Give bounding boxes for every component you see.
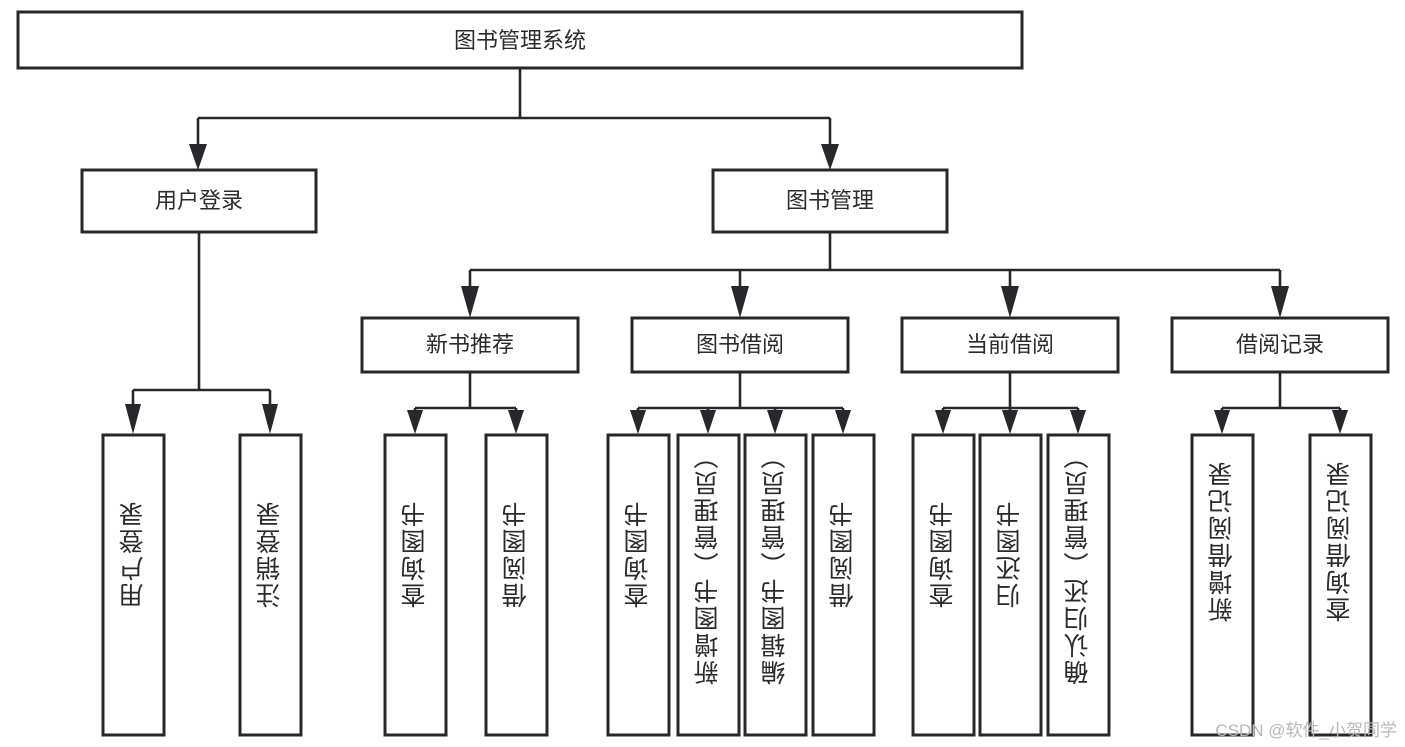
arrow-head-icon: [767, 410, 783, 434]
arrow-head-icon: [1214, 410, 1230, 434]
connector-root-to-level2: [189, 68, 839, 170]
node-leaf-query-book-2[interactable]: [606, 433, 671, 737]
arrow-head-icon: [731, 286, 749, 318]
node-leaf-add-book[interactable]: [676, 433, 741, 737]
arrow-head-icon: [935, 410, 951, 434]
connector-userlogin-to-leaves: [125, 232, 278, 434]
arrow-head-icon: [1001, 286, 1019, 318]
arrow-head-icon: [125, 404, 141, 434]
node-leaf-user-login[interactable]: [101, 433, 166, 737]
arrow-head-icon: [821, 144, 839, 170]
connector-bookborrow-to-leaves: [630, 372, 851, 434]
arrow-head-icon: [700, 410, 716, 434]
watermark: CSDN @软件_小贺同学: [1215, 721, 1397, 740]
arrow-head-icon: [630, 410, 646, 434]
connector-borrowrecord-to-leaves: [1214, 372, 1348, 434]
node-book-borrow-label: 图书借阅: [696, 332, 784, 357]
node-leaf-borrow-book-2[interactable]: [811, 433, 876, 737]
node-root-label: 图书管理系统: [454, 28, 586, 53]
node-leaf-query-book-3[interactable]: [911, 433, 976, 737]
arrow-head-icon: [1271, 286, 1289, 318]
node-borrow-record[interactable]: 借阅记录: [1170, 316, 1390, 374]
node-leaf-borrow-book-1[interactable]: [484, 433, 549, 737]
arrow-head-icon: [461, 286, 479, 318]
node-root[interactable]: 图书管理系统: [16, 10, 1024, 70]
arrow-head-icon: [835, 410, 851, 434]
node-current-borrow-label: 当前借阅: [966, 332, 1054, 357]
node-leaf-add-record[interactable]: [1190, 433, 1255, 737]
node-leaf-user-logout[interactable]: [238, 433, 303, 737]
connector-bookmanage-to-level3: [461, 232, 1289, 318]
node-user-login-label: 用户登录: [155, 188, 243, 213]
arrow-head-icon: [1070, 410, 1086, 434]
node-new-book-recommend[interactable]: 新书推荐: [360, 316, 580, 374]
node-current-borrow[interactable]: 当前借阅: [900, 316, 1120, 374]
arrow-head-icon: [189, 144, 207, 170]
leaf-boxes: [101, 433, 1373, 737]
node-leaf-query-record[interactable]: [1308, 433, 1373, 737]
node-book-manage-label: 图书管理: [786, 188, 874, 213]
node-leaf-edit-book[interactable]: [743, 433, 808, 737]
arrow-head-icon: [407, 410, 423, 434]
node-leaf-confirm-return[interactable]: [1046, 433, 1111, 737]
node-book-manage[interactable]: 图书管理: [711, 168, 949, 234]
node-new-book-recommend-label: 新书推荐: [426, 332, 514, 357]
arrow-head-icon: [262, 404, 278, 434]
connector-newbook-to-leaves: [407, 372, 524, 434]
arrow-head-icon: [1332, 410, 1348, 434]
node-leaf-query-book-1[interactable]: [383, 433, 448, 737]
node-user-login[interactable]: 用户登录: [80, 168, 318, 234]
connector-currentborrow-to-leaves: [935, 372, 1086, 434]
node-borrow-record-label: 借阅记录: [1236, 332, 1324, 357]
node-leaf-return-book[interactable]: [978, 433, 1043, 737]
arrow-head-icon: [508, 410, 524, 434]
arrow-head-icon: [1002, 410, 1018, 434]
node-book-borrow[interactable]: 图书借阅: [630, 316, 850, 374]
